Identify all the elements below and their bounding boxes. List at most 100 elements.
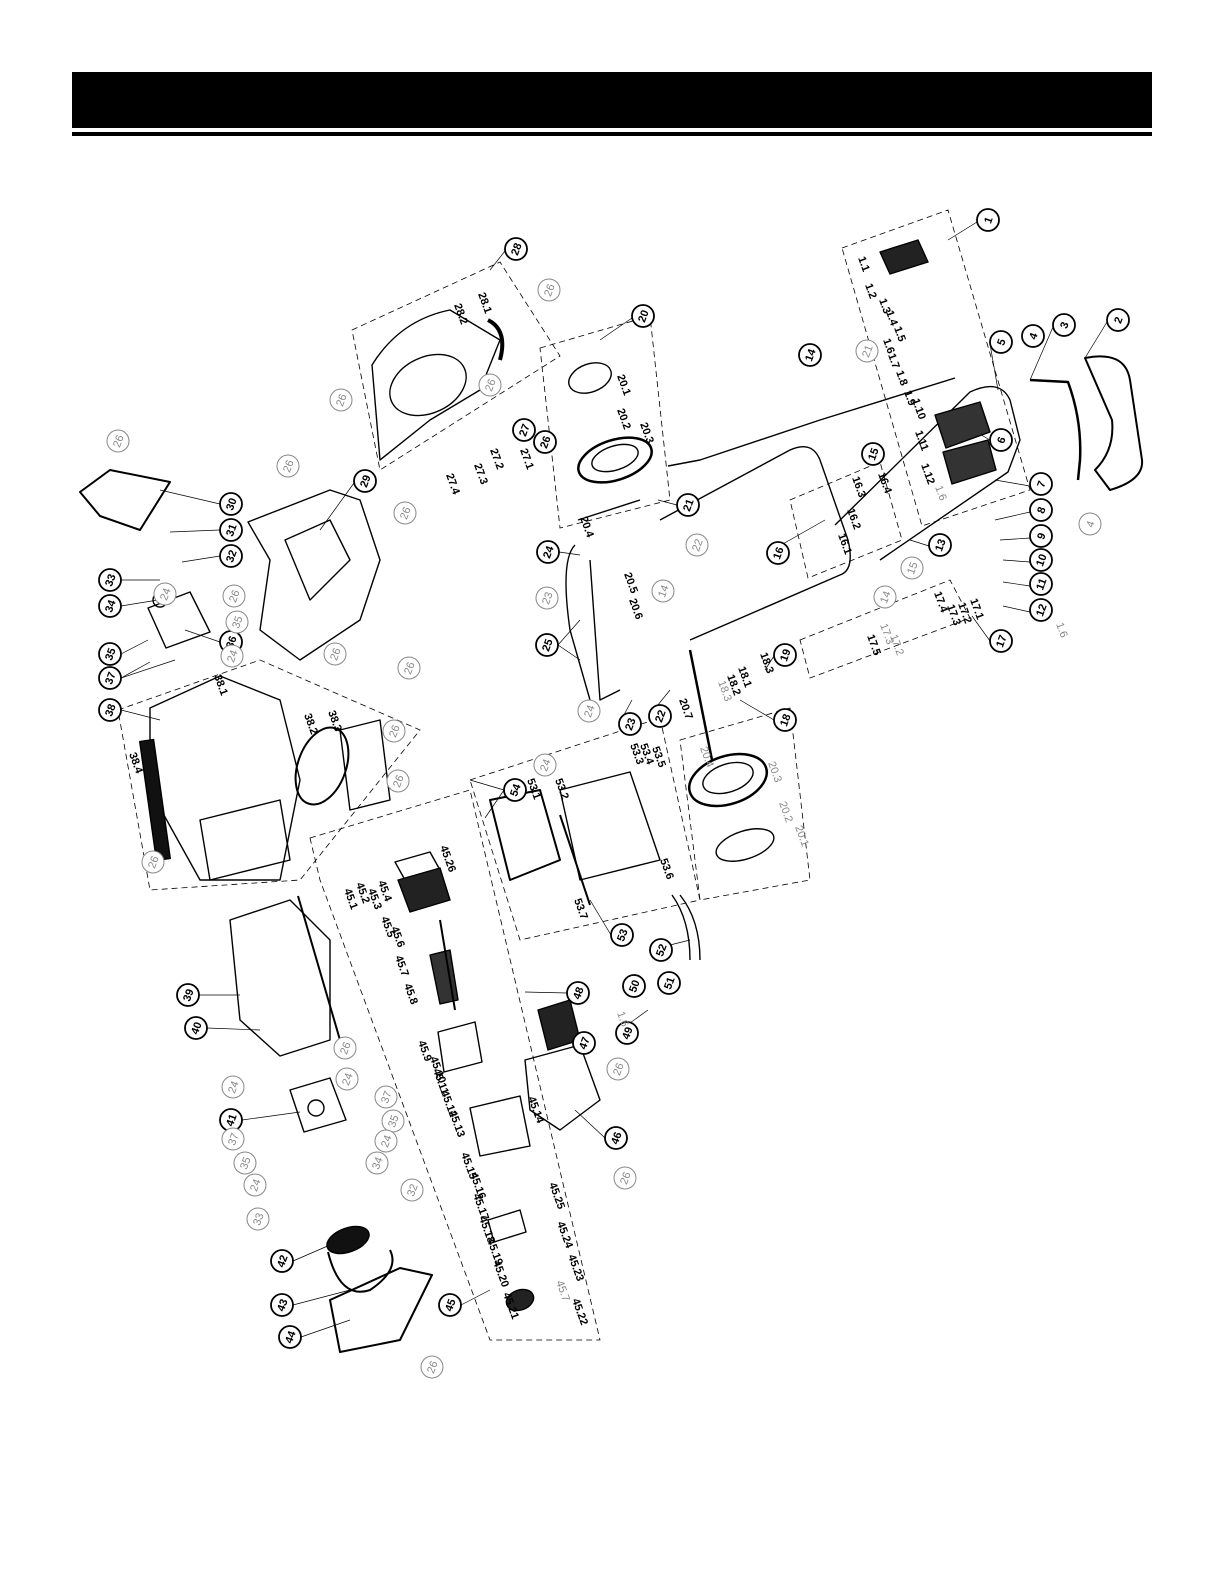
callout-11-11: 11 bbox=[1029, 572, 1053, 596]
callout-1-0-number: 1 bbox=[982, 215, 995, 225]
part-label-64: 45.24 bbox=[554, 1220, 575, 1251]
part-label-36: 28.2 bbox=[451, 302, 470, 326]
callout-23-28-circle bbox=[535, 586, 559, 610]
grip-2 bbox=[1084, 355, 1144, 491]
callout-4-3: 4 bbox=[1021, 324, 1045, 348]
cover-30 bbox=[79, 469, 171, 531]
callout-20-23: 20 bbox=[631, 304, 655, 328]
callout-12-12-circle bbox=[1029, 598, 1053, 622]
callout-31-39-number: 31 bbox=[224, 523, 239, 539]
auger-shaft bbox=[297, 895, 341, 1041]
callout-misc-24-2-number: 24 bbox=[225, 649, 240, 665]
callout-27-35-number: 27 bbox=[517, 423, 532, 439]
callout-24-30-circle bbox=[536, 540, 560, 564]
part-label-10: 1.11 bbox=[912, 429, 930, 453]
callout-42-50-circle bbox=[270, 1249, 294, 1273]
callout-5-5-number: 5 bbox=[995, 337, 1008, 347]
callout-27-35: 27 bbox=[512, 418, 536, 442]
callout-44-52-number: 44 bbox=[283, 1329, 299, 1345]
callout-10-10-number: 10 bbox=[1034, 553, 1049, 569]
group-box-1 bbox=[841, 209, 1031, 527]
callout-7-7: 7 bbox=[1029, 472, 1053, 496]
callout-misc-37-4-circle bbox=[221, 1127, 245, 1151]
grip-3 bbox=[1029, 378, 1082, 481]
callout-3-2-number: 3 bbox=[1058, 320, 1071, 330]
part-label-3: 1.4 bbox=[883, 309, 900, 328]
callout-26-34: 26 bbox=[533, 430, 557, 454]
callout-4-3-circle bbox=[1021, 324, 1045, 348]
gray-part-label-9: 1.6 bbox=[614, 1010, 631, 1028]
callout-24-32: 24 bbox=[533, 753, 557, 777]
hubcap-20.1 bbox=[568, 362, 612, 394]
gear-housing-45.14 bbox=[469, 1095, 531, 1157]
callout-misc-35-1-circle bbox=[225, 610, 249, 634]
callout-4-4-number: 4 bbox=[1084, 519, 1097, 529]
callout-35-43: 35 bbox=[98, 642, 122, 666]
duct-38.3 bbox=[339, 719, 391, 811]
callout-5-5-circle bbox=[989, 330, 1013, 354]
part-label-8: 1.9 bbox=[901, 389, 918, 407]
leader-lines bbox=[120, 221, 1108, 1338]
wheel-20.3-inner bbox=[591, 443, 639, 473]
callout-32-40-number: 32 bbox=[224, 549, 239, 565]
callout-25-33: 25 bbox=[535, 633, 559, 657]
part-shapes bbox=[79, 239, 1144, 1353]
callout-26-13-number: 26 bbox=[618, 1171, 633, 1187]
callout-11-11-number: 11 bbox=[1034, 577, 1049, 592]
callout-26-12: 26 bbox=[606, 1057, 630, 1081]
callout-8-8-number: 8 bbox=[1035, 505, 1048, 515]
callout-15-17-number: 15 bbox=[866, 447, 881, 463]
callout-21-25: 21 bbox=[676, 493, 700, 517]
callout-26-8-number: 26 bbox=[391, 774, 406, 790]
callout-misc-34-12: 34 bbox=[365, 1151, 389, 1175]
auger-housing-39 bbox=[229, 899, 331, 1057]
part-label-37: 38.1 bbox=[211, 673, 230, 697]
switch-box-1.12 bbox=[942, 439, 997, 485]
part-label-12: 16.1 bbox=[835, 532, 854, 556]
callout-26-34-number: 26 bbox=[538, 435, 553, 451]
callout-52-60-circle bbox=[649, 938, 673, 962]
callout-30-38-number: 30 bbox=[224, 497, 239, 513]
group-box-20 bbox=[539, 315, 671, 529]
callout-12-12-number: 12 bbox=[1034, 603, 1049, 619]
callout-50-58-circle bbox=[622, 974, 646, 998]
callout-5-5: 5 bbox=[989, 330, 1013, 354]
callout-44-52-circle bbox=[278, 1325, 302, 1349]
callout-misc-26-14: 26 bbox=[382, 719, 406, 743]
callout-29-37-circle bbox=[353, 469, 377, 493]
housing-29 bbox=[247, 489, 381, 661]
callout-33-41-circle bbox=[98, 568, 122, 592]
callout-misc-37-9-circle bbox=[374, 1085, 398, 1109]
callout-24-32-number: 24 bbox=[538, 758, 553, 774]
callout-misc-24-8: 24 bbox=[335, 1067, 359, 1091]
callout-misc-24-6-number: 24 bbox=[248, 1178, 263, 1194]
callout-18-21: 18 bbox=[773, 708, 797, 732]
wheel-lower-inner bbox=[702, 761, 754, 795]
callout-26-6: 26 bbox=[222, 584, 246, 608]
callout-26-1-number: 26 bbox=[281, 459, 296, 475]
callout-50-58: 50 bbox=[622, 974, 646, 998]
callout-misc-37-4: 37 bbox=[221, 1127, 245, 1151]
part-label-13: 16.2 bbox=[844, 507, 863, 531]
callout-16-19: 16 bbox=[766, 541, 790, 565]
callout-33-41: 33 bbox=[98, 568, 122, 592]
callout-26-11: 26 bbox=[333, 1036, 357, 1060]
cover-44 bbox=[329, 1267, 433, 1353]
callout-12-12: 12 bbox=[1029, 598, 1053, 622]
callout-26-0-circle bbox=[106, 429, 130, 453]
callout-22-27-circle bbox=[648, 704, 672, 728]
callout-42-50: 42 bbox=[270, 1249, 294, 1273]
pulley-42 bbox=[326, 1225, 370, 1255]
part-label-9: 1.10 bbox=[909, 397, 928, 421]
upper-handle-bar bbox=[834, 385, 1021, 561]
callout-misc-24-11-circle bbox=[374, 1129, 398, 1153]
callout-24-31: 24 bbox=[577, 699, 601, 723]
callout-14-14-circle bbox=[798, 343, 822, 367]
callout-misc-37-9-number: 37 bbox=[379, 1090, 394, 1106]
callout-24-31-circle bbox=[577, 699, 601, 723]
callout-7-7-number: 7 bbox=[1035, 479, 1048, 489]
callout-26-7-circle bbox=[397, 656, 421, 680]
callout-misc-34-12-number: 34 bbox=[370, 1156, 385, 1172]
